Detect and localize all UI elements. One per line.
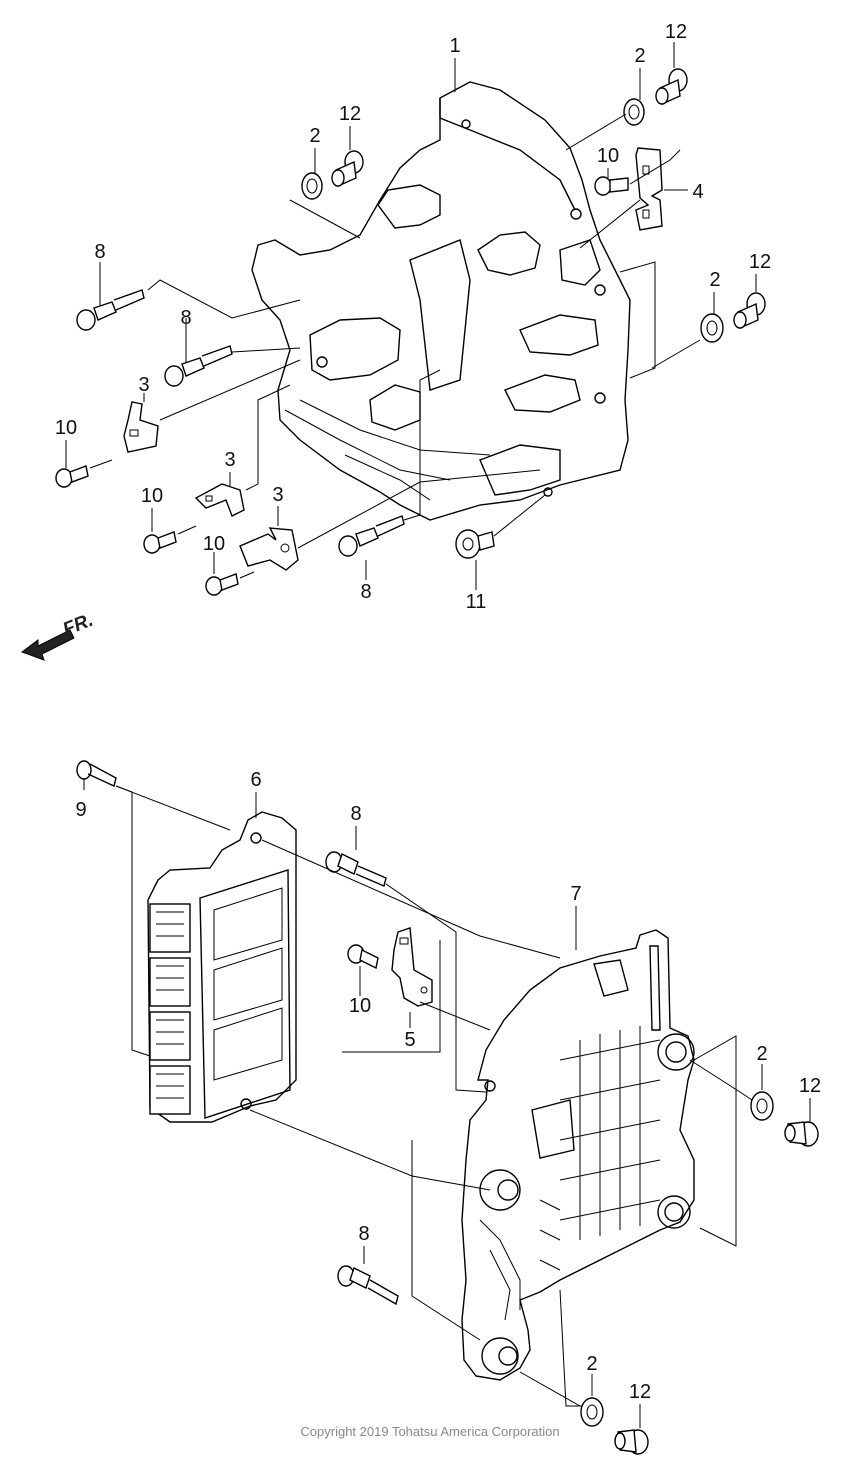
bolt-part-8-bottom-lower — [337, 1265, 399, 1306]
grommet-part-2-right — [700, 313, 724, 343]
callout-2-top-right: 2 — [634, 45, 645, 67]
bolt-part-10-bottom — [347, 944, 379, 970]
callout-2-top-left: 2 — [309, 125, 320, 147]
clamp-part-3-lower — [239, 527, 299, 571]
front-direction-arrow-icon — [20, 629, 75, 661]
plug-part-12-bottom-right — [784, 1121, 819, 1147]
callout-9: 9 — [75, 799, 86, 821]
callout-10-middle: 10 — [141, 485, 163, 507]
leader-lines-top — [65, 42, 757, 590]
bolt-part-8-middle — [164, 345, 233, 387]
plug-part-12-top-left — [331, 150, 364, 188]
callout-12-bottom: 12 — [629, 1381, 651, 1403]
clamp-part-4 — [635, 147, 663, 231]
grommet-part-2-top-right — [623, 98, 645, 126]
clamp-part-3-upper — [123, 401, 159, 453]
plug-part-12-bottom — [614, 1429, 649, 1455]
leader-lines-bottom — [83, 778, 811, 1428]
nut-part-11 — [455, 529, 495, 559]
bolt-part-8-bottom-upper — [325, 851, 387, 887]
callout-10-left: 10 — [55, 417, 77, 439]
callout-8-middle: 8 — [180, 307, 191, 329]
bolt-part-8-upper — [76, 289, 145, 331]
bracket-part-1 — [251, 81, 631, 521]
callout-8-bottom-lower: 8 — [358, 1223, 369, 1245]
callout-12-bottom-right: 12 — [799, 1075, 821, 1097]
callout-10-top-right: 10 — [597, 145, 619, 167]
clamp-part-5 — [391, 927, 433, 1007]
bolt-part-10-upper — [55, 465, 89, 488]
callout-10-lower: 10 — [203, 533, 225, 555]
callout-11: 11 — [466, 591, 487, 613]
callout-3-lower: 3 — [272, 484, 283, 506]
bolt-part-8-lower — [338, 515, 405, 557]
callout-12-top-left: 12 — [339, 103, 361, 125]
grommet-part-2-top-left — [301, 172, 323, 200]
grommet-part-2-bottom — [580, 1397, 604, 1427]
bolt-part-10-lower — [205, 573, 239, 596]
bolt-part-10-middle — [143, 531, 177, 554]
ecu-part-6 — [147, 811, 297, 1123]
callout-7: 7 — [570, 883, 581, 905]
bolt-part-10-right — [594, 176, 629, 196]
callout-12-right: 12 — [749, 251, 771, 273]
callout-8-upper: 8 — [94, 241, 105, 263]
callout-1: 1 — [449, 35, 460, 57]
callout-8-lower: 8 — [360, 581, 371, 603]
cover-part-7 — [461, 929, 695, 1381]
callout-3-upper: 3 — [138, 374, 149, 396]
plug-part-12-top-right — [655, 68, 688, 106]
callout-2-bottom-right: 2 — [756, 1043, 767, 1065]
clamp-part-3-middle — [194, 483, 245, 517]
grommet-part-2-bottom-right — [750, 1091, 774, 1121]
callout-2-bottom: 2 — [586, 1353, 597, 1375]
callout-5: 5 — [404, 1029, 415, 1051]
callout-6: 6 — [250, 769, 261, 791]
callout-12-top-right: 12 — [665, 21, 687, 43]
callout-2-right: 2 — [709, 269, 720, 291]
callout-3-middle: 3 — [224, 449, 235, 471]
callout-4: 4 — [692, 181, 703, 203]
plug-part-12-right — [733, 292, 766, 330]
callout-8-bottom-upper: 8 — [350, 803, 361, 825]
screw-part-9 — [76, 760, 117, 787]
front-direction-label: FR. — [60, 610, 96, 641]
callout-labels: 1 12 2 12 2 10 4 2 12 8 8 3 10 3 10 3 10… — [55, 21, 821, 1403]
copyright-notice: Copyright 2019 Tohatsu America Corporati… — [300, 1424, 559, 1439]
callout-10-bottom: 10 — [349, 995, 371, 1017]
